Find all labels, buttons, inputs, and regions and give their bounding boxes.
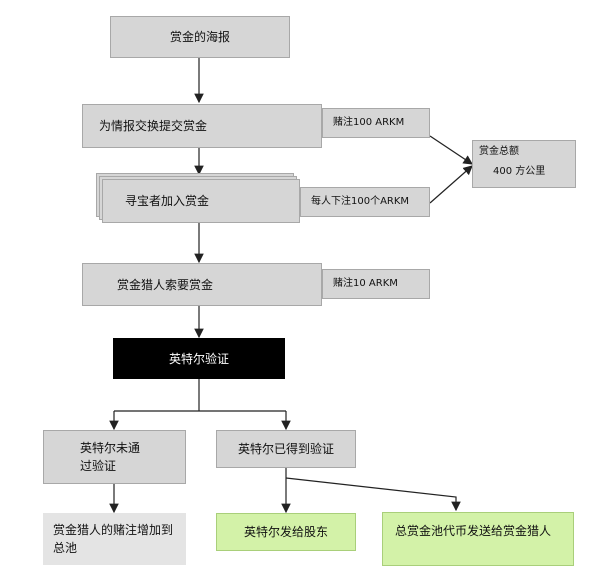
node-send-hunter: 总赏金池代币发送给赏金猎人 — [382, 512, 574, 566]
node-hunter-claim: 赏金猎人索要赏金 — [82, 263, 322, 306]
node-bet-hunter: 赌注10 ARKM — [322, 269, 430, 299]
arrow-bet-seekers-to-total — [429, 165, 473, 204]
node-verified-label: 英特尔已得到验证 — [237, 442, 334, 456]
node-not-verified: 英特尔未通过验证 — [43, 430, 186, 484]
node-bounty-total: 赏金总额 400 方公里 — [472, 140, 576, 188]
node-intel-verify: 英特尔验证 — [113, 338, 285, 379]
node-intel-verify-label: 英特尔验证 — [168, 351, 229, 366]
node-submit-bounty-label: 为情报交换提交赏金 — [99, 119, 208, 133]
node-poster: 赏金的海报 — [110, 16, 290, 58]
arrow-verify-split — [114, 379, 286, 412]
node-send-holders: 英特尔发给股东 — [216, 513, 356, 551]
node-poster-label: 赏金的海报 — [169, 30, 230, 44]
node-bet-submit: 赌注100 ARKM — [322, 108, 430, 138]
node-seekers-label: 寻宝者加入赏金 — [125, 194, 210, 208]
node-send-hunter-label: 总赏金池代币发送给赏金猎人 — [395, 524, 552, 538]
node-bounty-total-label: 赏金总额 — [479, 146, 519, 157]
node-add-to-pool-label: 赏金猎人的赌注增加到总池 — [53, 523, 174, 555]
node-bet-seekers-label: 每人下注100个ARKM — [311, 196, 410, 207]
node-bet-submit-label: 赌注100 ARKM — [333, 117, 405, 128]
node-bounty-total-value: 400 方公里 — [493, 166, 546, 177]
node-add-to-pool: 赏金猎人的赌注增加到总池 — [43, 513, 186, 565]
node-bet-hunter-label: 赌注10 ARKM — [333, 278, 398, 289]
node-verified: 英特尔已得到验证 — [216, 430, 356, 468]
node-submit-bounty: 为情报交换提交赏金 — [82, 104, 322, 148]
arrow-bet-to-total — [429, 135, 473, 165]
node-not-verified-label: 英特尔未通过验证 — [80, 441, 141, 473]
node-bet-seekers: 每人下注100个ARKM — [300, 187, 430, 217]
node-seekers: 寻宝者加入赏金 — [102, 179, 300, 223]
node-send-holders-label: 英特尔发给股东 — [243, 525, 328, 539]
arrow-verified-to-hunter — [285, 477, 461, 512]
node-hunter-claim-label: 赏金猎人索要赏金 — [117, 277, 214, 292]
